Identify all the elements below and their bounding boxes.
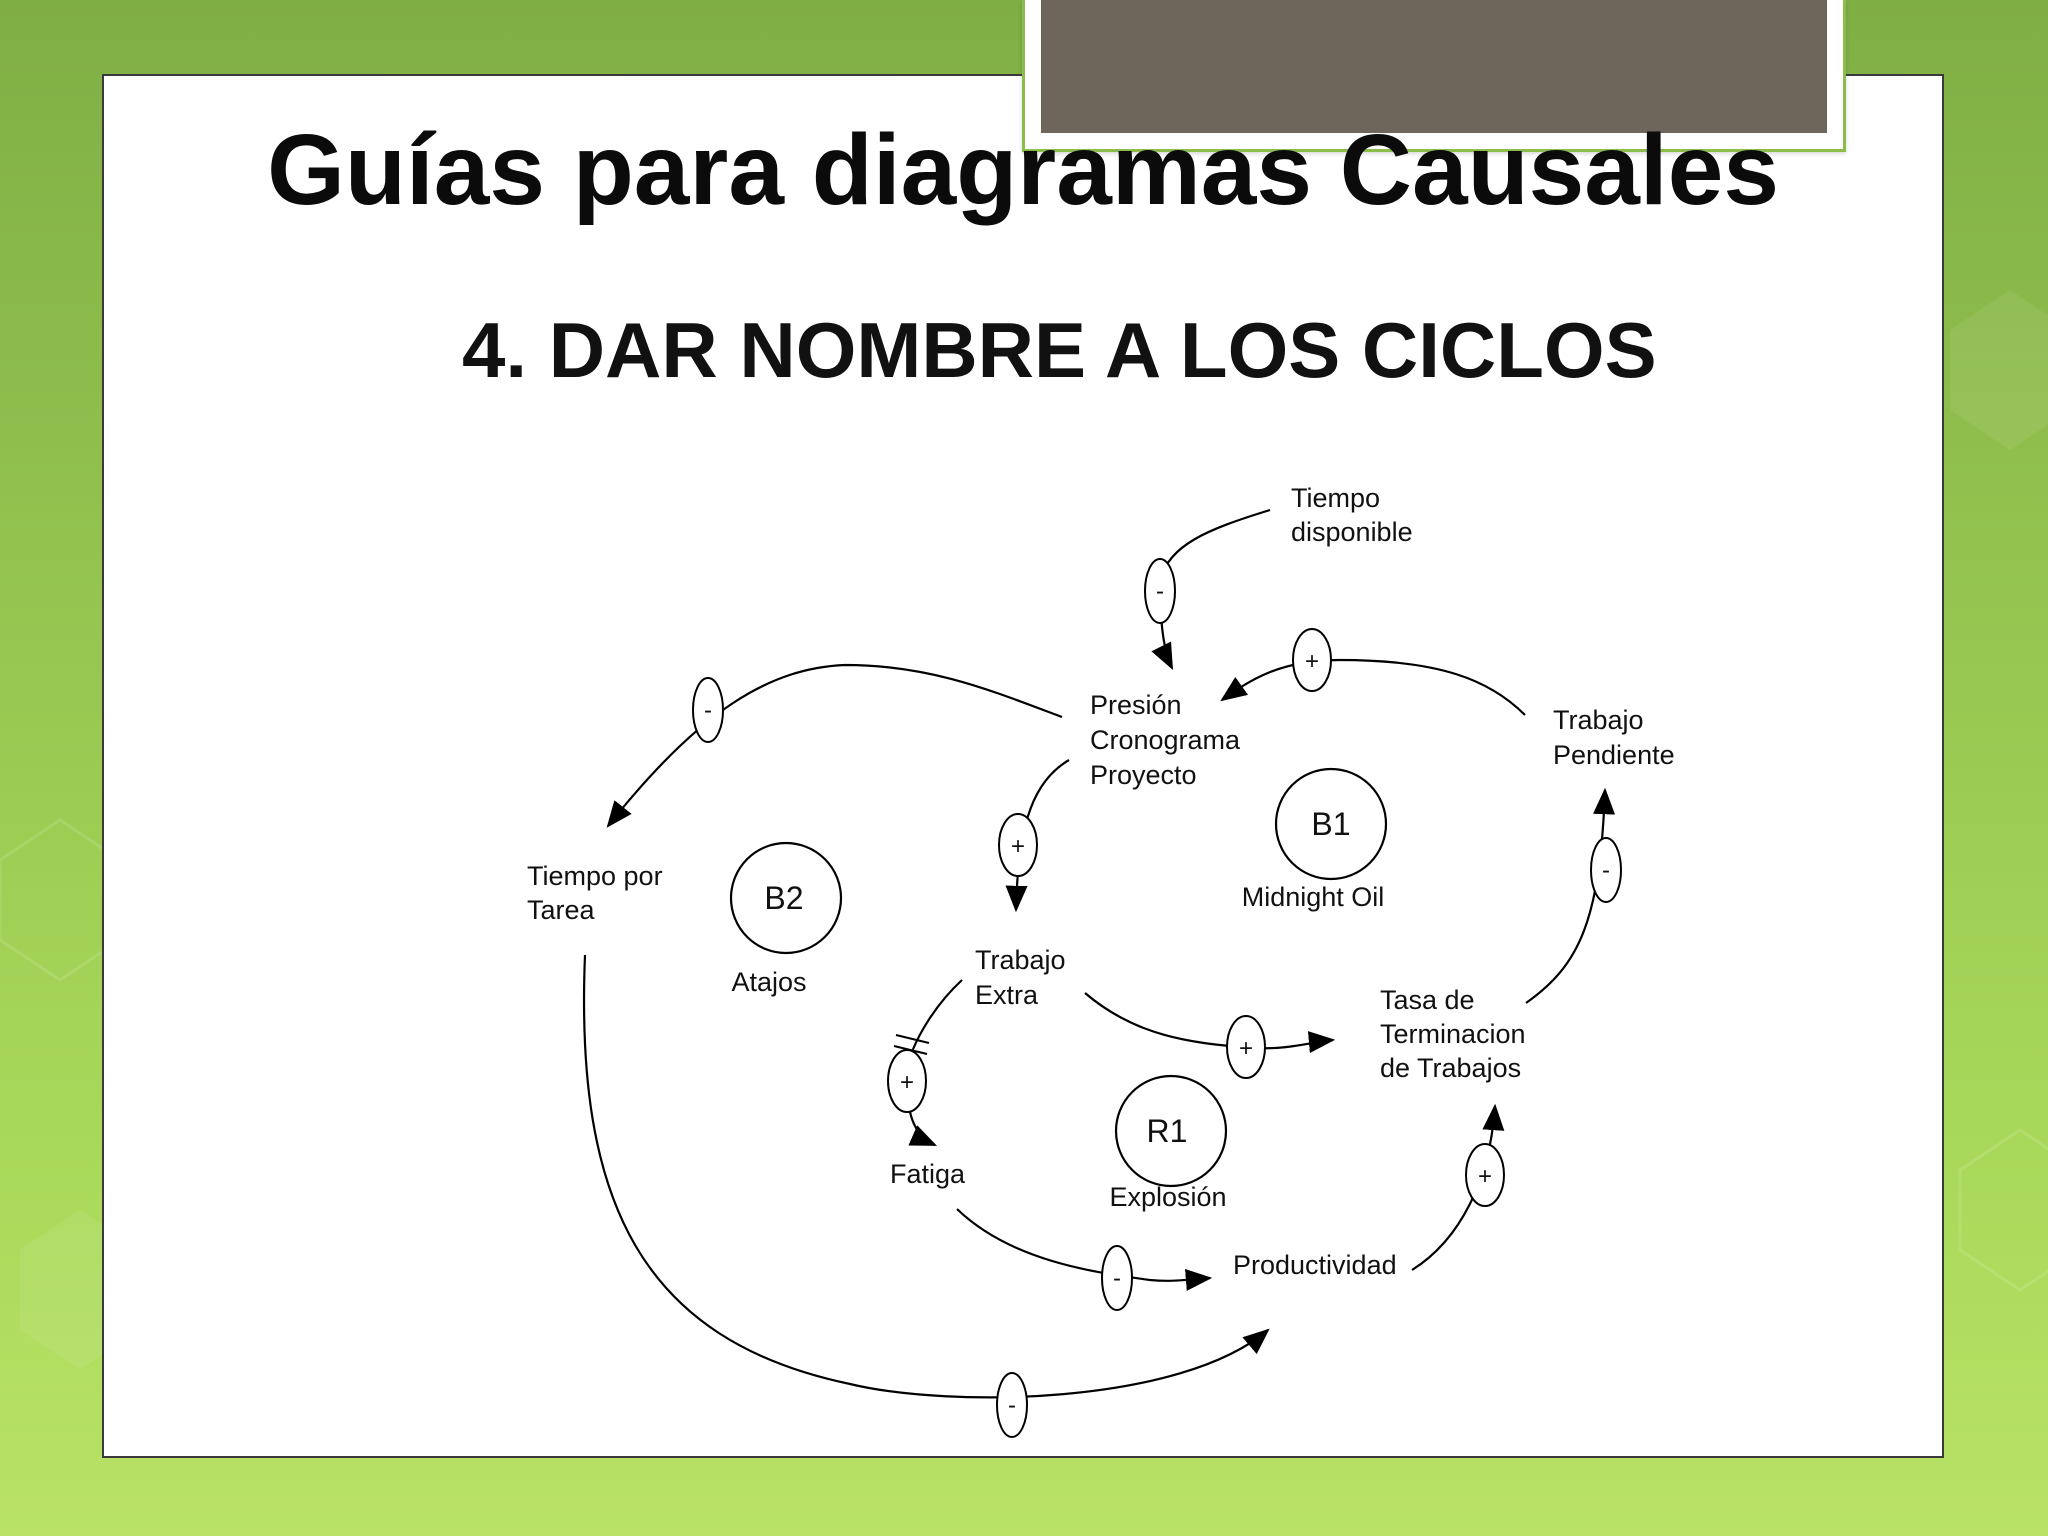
loop-b1-id: B1: [1311, 806, 1350, 842]
svg-text:-: -: [704, 697, 712, 724]
polarity-marker: +: [1465, 1143, 1505, 1207]
polarity-marker: +: [887, 1049, 927, 1113]
link-productividad-to-tasa: [1411, 1103, 1505, 1271]
polarity-marker: -: [692, 677, 724, 743]
polarity-marker: +: [998, 813, 1038, 877]
svg-text:+: +: [1478, 1163, 1492, 1190]
link-trabajo-extra-to-tasa: [1084, 992, 1336, 1054]
slide-title: Guías para diagramas Causales: [267, 114, 1779, 226]
loop-b2-name: Atajos: [731, 967, 806, 997]
delay-mark-1: [895, 1034, 930, 1044]
link-tiempo-disponible-to-presion: [1151, 508, 1271, 670]
loop-identifiers: B1 Midnight Oil B2 Atajos R1 Explosión: [729, 767, 1388, 1212]
link-presion-to-tiempo-por-tarea: [606, 663, 1063, 828]
loop-b2-id: B2: [764, 880, 803, 916]
variable-trabajo-extra: Trabajo Extra: [975, 945, 1073, 1010]
polarity-marker: -: [1101, 1245, 1133, 1311]
variable-tiempo-por-tarea: Tiempo por Tarea: [527, 861, 670, 925]
svg-text:+: +: [900, 1069, 914, 1096]
svg-text:-: -: [1008, 1392, 1016, 1419]
polarity-marker: +: [1226, 1015, 1266, 1079]
svg-text:-: -: [1156, 578, 1164, 605]
variable-tasa-terminacion-trabajos: Tasa de Terminacion de Trabajos: [1380, 985, 1533, 1083]
polarity-markers: - + - + - + + -: [692, 558, 1622, 1438]
loop-b1-name: Midnight Oil: [1242, 882, 1385, 912]
variable-tiempo-disponible: Tiempo disponible: [1291, 483, 1413, 547]
link-presion-to-trabajo-extra: [1005, 759, 1070, 913]
variable-productividad: Productividad: [1233, 1250, 1397, 1280]
link-fatiga-to-productividad: [956, 1208, 1213, 1291]
loop-b1: B1 Midnight Oil: [1242, 767, 1388, 912]
svg-text:+: +: [1239, 1035, 1253, 1062]
slide-panel: [102, 74, 1944, 1458]
link-tasa-to-trabajo-pendiente: [1525, 787, 1616, 1004]
polarity-marker: -: [996, 1372, 1028, 1438]
svg-text:-: -: [1602, 857, 1610, 884]
loop-r1-name: Explosión: [1109, 1182, 1226, 1212]
loop-r1-id: R1: [1147, 1113, 1188, 1149]
polarity-marker: -: [1590, 837, 1622, 903]
variable-labels: Tiempo disponible Presión Cronograma Pro…: [527, 483, 1675, 1280]
svg-text:+: +: [1305, 648, 1319, 675]
variable-presion-cronograma-proyecto: Presión Cronograma Proyecto: [1090, 690, 1248, 790]
polarity-marker: -: [1144, 558, 1176, 624]
loop-b2: B2 Atajos: [729, 841, 843, 997]
svg-text:-: -: [1113, 1265, 1121, 1292]
variable-fatiga: Fatiga: [890, 1159, 966, 1189]
link-tiempo-por-tarea-to-productividad: [582, 954, 1270, 1399]
polarity-marker: +: [1292, 628, 1332, 692]
slide-subtitle: 4. DAR NOMBRE A LOS CICLOS: [462, 306, 1657, 394]
loop-r1: R1 Explosión: [1109, 1074, 1228, 1212]
svg-text:+: +: [1011, 833, 1025, 860]
link-trabajo-pendiente-to-presion: [1220, 658, 1526, 716]
decorative-tab-fill: [1041, 0, 1827, 133]
variable-trabajo-pendiente: Trabajo Pendiente: [1553, 705, 1675, 770]
